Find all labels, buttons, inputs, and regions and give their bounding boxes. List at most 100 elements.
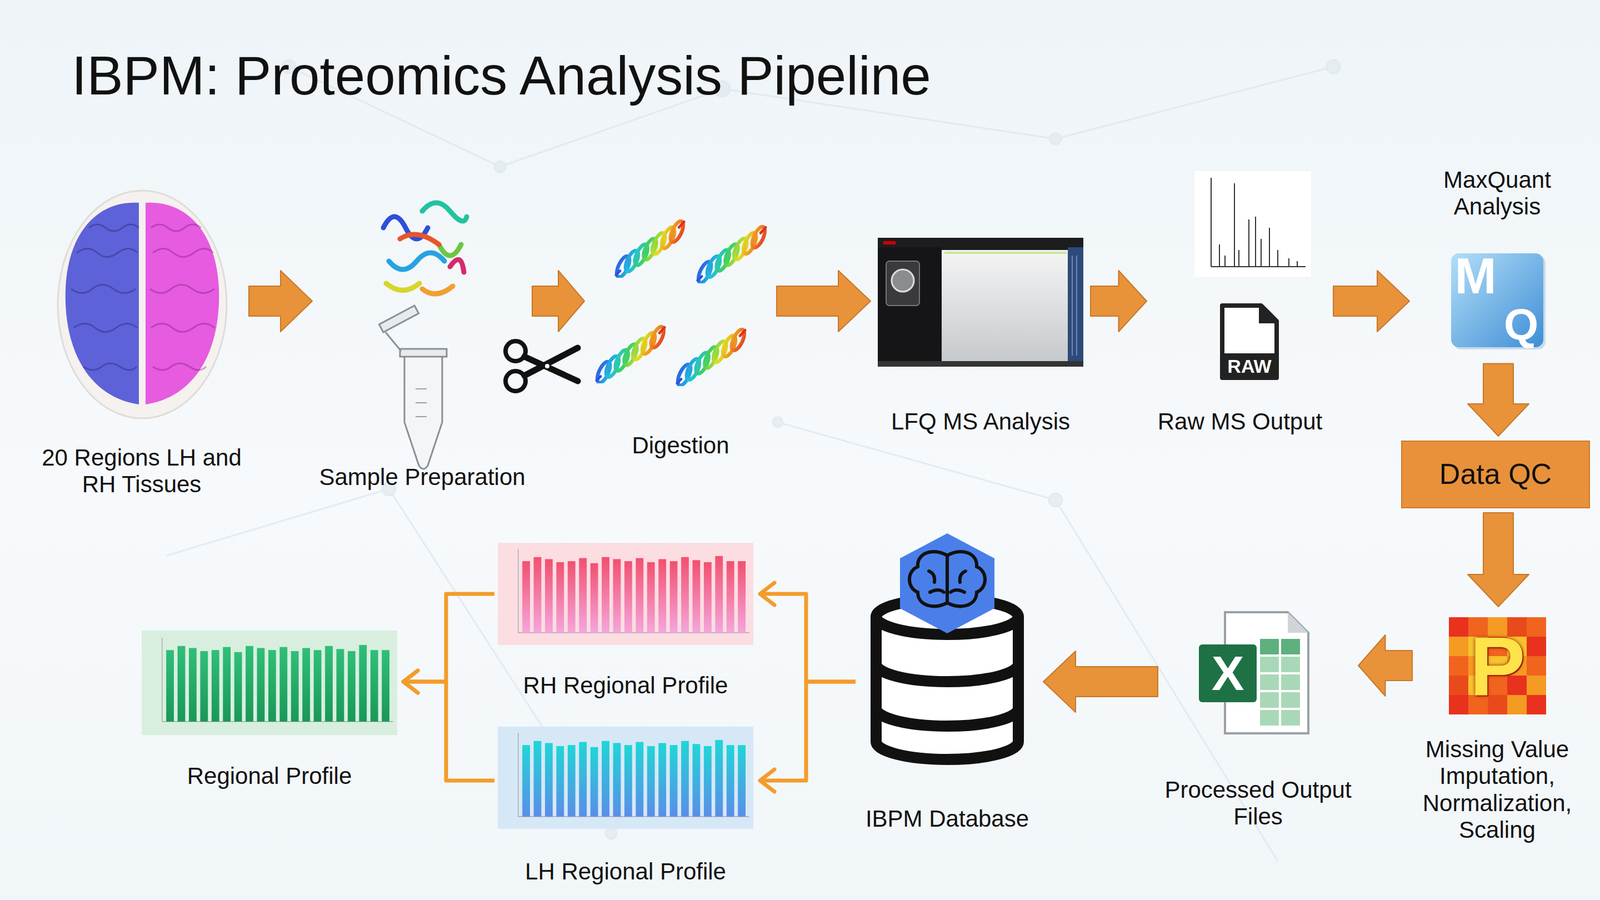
bar-chart-lh-part: [497, 726, 754, 829]
pipeline-step: RH Regional Profile: [494, 538, 757, 699]
tube-illustration: [378, 305, 447, 469]
logo-letter: X: [1198, 644, 1257, 703]
background-network: [166, 60, 1340, 862]
flow-arrow: [532, 270, 585, 332]
tube-illustration-part: [400, 348, 447, 357]
logo-letter: Q: [1500, 302, 1543, 347]
spectrum-plot-part-part: [1218, 244, 1220, 267]
scissors-icon-part: [524, 347, 578, 376]
database-icon-part-part: [909, 551, 985, 607]
pipeline-step: 20 Regions LH and RH Tissues: [38, 183, 245, 499]
logo-letter: M: [1452, 251, 1499, 302]
spreadsheet-icon-part: [1260, 674, 1279, 690]
imputation-logo: [1448, 617, 1547, 715]
spreadsheet-icon-part: [1260, 692, 1279, 708]
bar-chart-rh-part: [518, 548, 750, 633]
imputation-logo-part: [1526, 656, 1547, 676]
pipeline-step: MaxQuant Analysis: [1413, 166, 1581, 360]
spectrum-plot-part-part: [1268, 227, 1270, 267]
bar-chart-regional: [141, 630, 398, 735]
mass-spectrometer-part: [1067, 247, 1084, 362]
step-label: 20 Regions LH and RH Tissues: [38, 444, 245, 499]
flow-arrow: [1333, 270, 1410, 332]
flow-arrow: [1467, 363, 1529, 437]
raw-file-icon-part: [1220, 353, 1279, 379]
bar-chart-rh-part: [497, 542, 754, 645]
brain-illustration-part-part: [88, 224, 139, 232]
database-icon-part-part: [950, 590, 965, 593]
brain-illustration-part-part: [73, 323, 138, 333]
step-label: RH Regional Profile: [494, 672, 757, 699]
connector-line: [760, 681, 856, 781]
process-box: Data QC: [1401, 440, 1590, 509]
imputation-logo-part: [1448, 636, 1469, 657]
pipeline-step: Processed Output Files: [1162, 605, 1354, 831]
mass-spectrometer-part: [891, 269, 914, 292]
mass-spectrometer-part-part: [1071, 255, 1073, 356]
branch-connector: [403, 670, 495, 781]
helix-illustration: [595, 219, 768, 388]
spectrum-plot-part-part: [1248, 219, 1250, 267]
branch-connector: [403, 593, 495, 693]
protein-illustration-part: [388, 252, 445, 270]
background-network-part: [1055, 66, 1334, 139]
imputation-logo-part: [1448, 695, 1469, 715]
helix-illustration-part: [595, 325, 667, 385]
database-icon-part-part: [960, 571, 966, 583]
database-icon-part-part: [930, 590, 944, 593]
tube-illustration-part: [415, 388, 427, 417]
logo-letter: P: [1448, 617, 1547, 715]
brain-illustration-part: [57, 190, 227, 419]
protein-illustration-part: [422, 202, 467, 222]
spectrum-plot-part-part: [1296, 261, 1298, 267]
mass-spectrometer: [877, 237, 1084, 367]
spreadsheet-icon-part: [1281, 692, 1300, 708]
protein-illustration-part: [400, 234, 439, 245]
pipeline-step: Regional Profile: [138, 626, 400, 790]
mass-spectrometer-part: [877, 247, 942, 362]
flow-arrow: [248, 270, 313, 332]
spectrum-plot-part: [1211, 177, 1306, 267]
imputation-logo-part: [1526, 675, 1547, 695]
spectrum-plot-part-part: [1255, 216, 1257, 267]
brain-illustration-part-part: [152, 248, 214, 258]
background-network-part: [166, 488, 389, 556]
brain-illustration-part-part: [76, 248, 138, 258]
mass-spectrometer-part-part: [1076, 255, 1078, 356]
spreadsheet-icon: [1198, 612, 1309, 734]
brain-illustration-part-part: [151, 224, 202, 232]
step-label: Raw MS Output: [1151, 408, 1329, 435]
spectrum-plot-part-part: [1277, 250, 1279, 267]
tube-illustration-part-part: [415, 416, 427, 418]
spectrum-plot-part-part: [1288, 258, 1290, 267]
spectrum-plot-part-part: [1210, 177, 1212, 267]
spectrum-plot: [1194, 171, 1312, 277]
database-icon-part-part: [928, 571, 935, 583]
step-label: Processed Output Files: [1162, 776, 1354, 831]
protein-illustration-part: [438, 244, 462, 256]
imputation-logo-part: [1526, 617, 1547, 637]
background-network-part: [1050, 133, 1062, 145]
spectrum-plot-part-part: [1224, 255, 1226, 267]
mass-spectrometer-part: [883, 241, 896, 245]
imputation-logo-part: [1448, 675, 1469, 695]
spreadsheet-icon-part: [1260, 638, 1279, 655]
protein-illustration: [383, 202, 467, 294]
imputation-logo-part: [1448, 617, 1469, 637]
protein-illustration-part: [422, 286, 453, 294]
spectrum-plot-part: [1194, 171, 1312, 277]
spectrum-plot-part-part: [1233, 183, 1235, 267]
step-label: LFQ MS Analysis: [875, 408, 1087, 435]
step-label: Sample Preparation: [316, 463, 528, 491]
step-label: MaxQuant Analysis: [1413, 166, 1581, 221]
helix-illustration-part: [614, 219, 687, 279]
database-icon-part: [900, 533, 995, 634]
pipeline-step: LH Regional Profile: [494, 722, 757, 885]
pipeline-step: Sample Preparation: [316, 194, 528, 491]
connector-line: [403, 681, 495, 781]
mass-spectrometer-part: [944, 251, 1067, 254]
spreadsheet-icon-part: [1260, 656, 1279, 673]
protein-illustration-part: [450, 259, 464, 273]
step-label: Digestion: [588, 432, 773, 459]
